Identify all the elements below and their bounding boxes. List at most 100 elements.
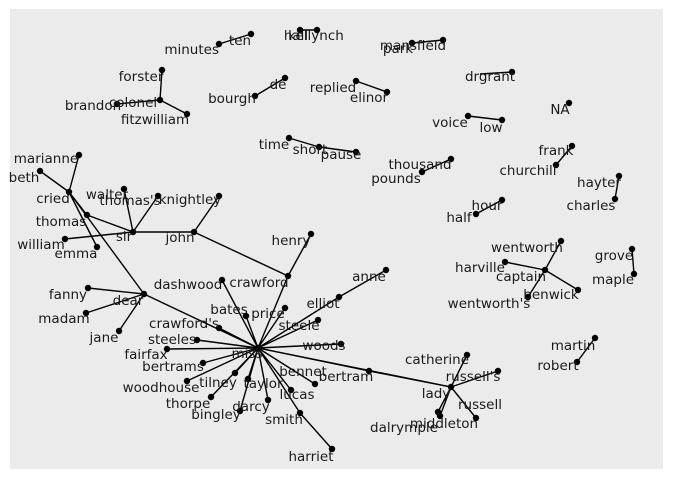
edge-steeles-miss xyxy=(196,339,259,349)
node-label-emma: emma xyxy=(55,246,98,262)
node-label-hour: hour xyxy=(472,198,503,214)
edge-cried-emma xyxy=(68,191,98,248)
node-harville xyxy=(501,258,509,266)
node-middleton xyxy=(434,408,442,416)
node-label-captain: captain xyxy=(496,269,546,285)
node-label-lady: lady xyxy=(422,386,451,402)
node-bennet xyxy=(311,380,319,388)
edge-bates-miss xyxy=(245,315,259,349)
node-bingley xyxy=(236,407,244,415)
node-label-bertram: bertram xyxy=(319,369,374,385)
edge-hayter-charles xyxy=(614,175,620,200)
node-frank xyxy=(568,142,576,150)
edge-harville-captain xyxy=(504,261,546,271)
node-label-wentworth: wentworth xyxy=(491,240,563,256)
node-label-smith: smith xyxy=(265,412,303,428)
node-label-cried: cried xyxy=(36,191,70,207)
node-label-steele: steele xyxy=(279,318,320,334)
plot-panel xyxy=(10,9,663,469)
node-label-jane: jane xyxy=(89,330,119,346)
edge-dashwood-miss xyxy=(221,279,259,349)
edge-john-crawford xyxy=(193,231,289,277)
node-label-kellynch: kellynch xyxy=(288,28,344,44)
node-henry xyxy=(307,230,315,238)
node-thomas's xyxy=(154,192,162,200)
node-bertrams xyxy=(199,359,207,367)
node-label-woodhouse: woodhouse xyxy=(123,380,200,396)
node-lucas xyxy=(287,386,295,394)
node-label-low: low xyxy=(479,120,502,136)
node-label-steeles: steeles xyxy=(148,332,196,348)
edge-walter-sir xyxy=(123,188,134,233)
node-label-knightley: knightley xyxy=(159,192,222,208)
node-label-madam: madam xyxy=(38,311,89,327)
node-label-anne: anne xyxy=(352,269,386,285)
edge-lady-catherine xyxy=(450,354,468,388)
node-label-fanny: fanny xyxy=(49,287,87,303)
edge-miss-bertrams xyxy=(202,347,259,364)
node-maple xyxy=(630,270,638,278)
edge-miss-woodhouse xyxy=(186,347,259,382)
node-label-wentworth's: wentworth's xyxy=(448,296,531,312)
node-robert xyxy=(573,358,581,366)
node-label-henry: henry xyxy=(272,233,311,249)
node-label-half: half xyxy=(446,210,473,226)
edge-captain-benwick xyxy=(544,269,579,291)
node-thorpe xyxy=(207,393,215,401)
node-low xyxy=(498,116,506,124)
node-martin xyxy=(591,334,599,342)
node-label-charles: charles xyxy=(567,198,616,214)
node-fitzwilliam xyxy=(183,110,191,118)
node-harriet xyxy=(328,445,336,453)
node-label-woods: woods xyxy=(302,338,345,354)
node-kellynch xyxy=(313,26,321,34)
node-anne xyxy=(382,266,390,274)
node-wentworth xyxy=(557,237,565,245)
node-label-benwick: benwick xyxy=(523,287,579,303)
node-label-grove: grove xyxy=(595,248,633,264)
node-label-forster: forster xyxy=(119,69,164,85)
edge-lady-russell xyxy=(450,386,477,419)
node-bates xyxy=(242,312,250,320)
edge-miss-woods xyxy=(257,343,342,349)
node-label-robert: robert xyxy=(537,358,578,374)
node-crawford xyxy=(284,272,292,280)
node-cried xyxy=(65,188,73,196)
edge-hour-half xyxy=(475,199,503,215)
node-label-bourgh: bourgh xyxy=(208,91,256,107)
edge-colonel-brandon xyxy=(116,99,161,105)
node-marianne xyxy=(75,151,83,159)
node-fanny xyxy=(84,284,92,292)
node-label-mansfield: mansfield xyxy=(380,38,446,54)
node-label-crawford's: crawford's xyxy=(149,316,219,332)
node-label-minutes: minutes xyxy=(164,42,219,58)
node-label-walter: walter xyxy=(86,187,129,203)
edge-henry-crawford xyxy=(287,233,312,277)
node-label-russell: russell xyxy=(458,397,502,413)
node-thousand xyxy=(447,155,455,163)
edge-thomas-sir xyxy=(86,214,134,233)
node-de xyxy=(281,74,289,82)
node-dear xyxy=(140,290,148,298)
node-label-harville: harville xyxy=(455,260,505,276)
node-label-sir: sir xyxy=(116,229,133,245)
node-wentworth's xyxy=(524,293,532,301)
node-pause xyxy=(352,148,360,156)
node-label-bennet: bennet xyxy=(279,364,327,380)
node-dashwood xyxy=(218,276,226,284)
node-churchill xyxy=(552,161,560,169)
node-label-crawford: crawford xyxy=(229,275,288,291)
edge-mansfield-park xyxy=(411,39,444,44)
node-label-martin: martin xyxy=(551,338,596,354)
edge-steele-miss xyxy=(257,319,319,349)
edge-smith-harriet xyxy=(299,412,333,450)
edge-time-short xyxy=(288,137,320,148)
node-price xyxy=(281,304,289,312)
node-label-tilney: tilney xyxy=(199,375,237,391)
edge-ten-minutes xyxy=(218,33,252,45)
node-label-time: time xyxy=(259,137,290,153)
node-label-john: john xyxy=(164,230,194,246)
node-jane xyxy=(115,327,123,335)
